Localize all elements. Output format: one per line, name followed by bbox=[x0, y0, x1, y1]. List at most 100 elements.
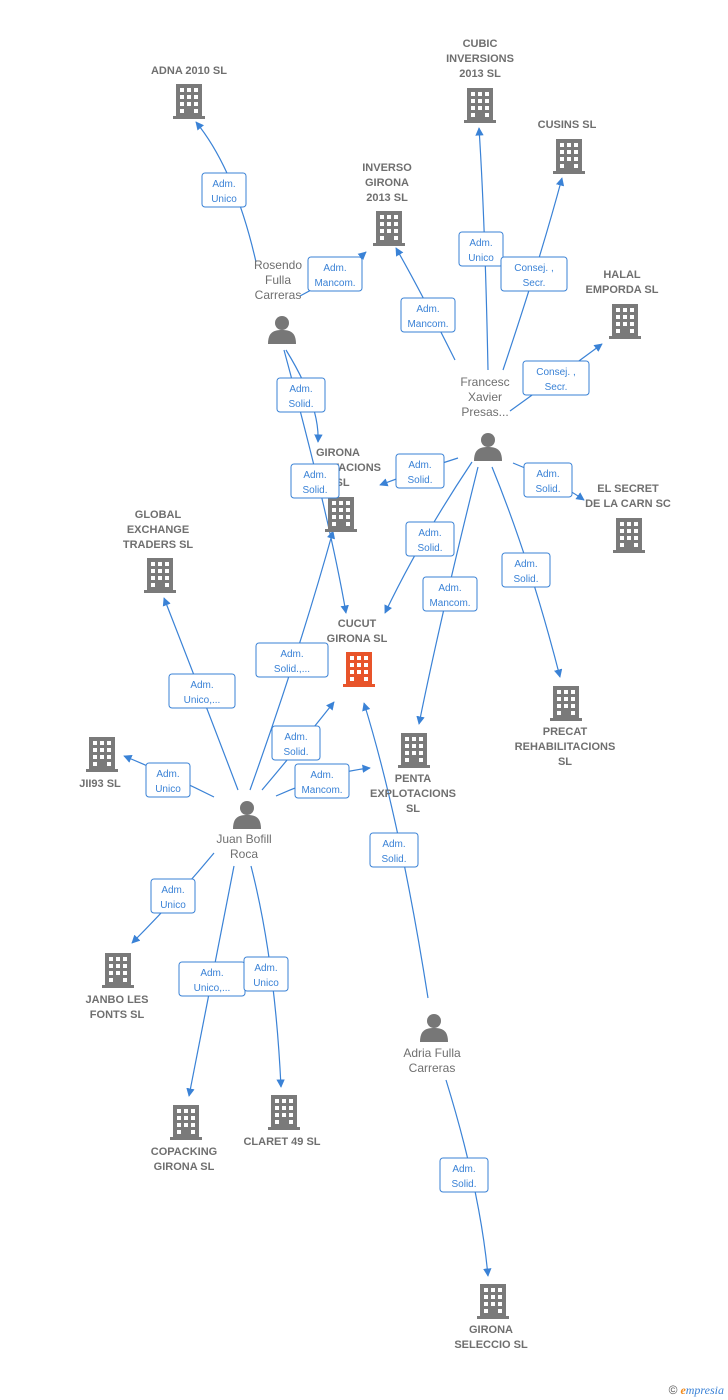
company-node-adna[interactable]: ADNA 2010 SL bbox=[151, 65, 227, 119]
building-icon bbox=[86, 737, 118, 772]
company-name: SL bbox=[558, 756, 572, 768]
company-name: PRECAT bbox=[543, 726, 588, 738]
role-box-frame bbox=[400, 297, 456, 333]
role-box-francesc-cubic[interactable]: Adm.Unico bbox=[458, 231, 504, 267]
role-box-francesc-cusins[interactable]: Consej. , Secr. bbox=[500, 256, 568, 292]
role-label: Consej. , bbox=[514, 263, 553, 274]
company-node-seleccio[interactable]: GIRONA SELECCIO SL bbox=[454, 1284, 528, 1351]
role-label: Adm. bbox=[280, 649, 303, 660]
person-name: Xavier bbox=[468, 390, 502, 404]
role-label: Adm. bbox=[156, 769, 179, 780]
building-icon bbox=[102, 953, 134, 988]
building-icon bbox=[398, 733, 430, 768]
role-box-francesc-cucut[interactable]: Adm.Solid. bbox=[405, 521, 455, 557]
company-name: GIRONA SL bbox=[327, 633, 388, 645]
company-name: FONTS SL bbox=[90, 1009, 145, 1021]
company-name: CUBIC bbox=[463, 38, 498, 50]
company-node-janbo[interactable]: JANBO LES FONTS SL bbox=[86, 953, 149, 1021]
role-label: Solid. bbox=[288, 399, 313, 410]
company-name: INVERSO bbox=[362, 162, 412, 174]
role-box-juan-global[interactable]: Adm.Unico,... bbox=[168, 673, 236, 709]
role-box-adria-seleccio[interactable]: Adm.Solid. bbox=[439, 1157, 489, 1193]
role-box-juan-penta[interactable]: Adm.Mancom. bbox=[294, 763, 350, 799]
company-node-claret[interactable]: CLARET 49 SL bbox=[243, 1095, 321, 1148]
company-name: SELECCIO SL bbox=[454, 1339, 528, 1351]
role-label: Adm. bbox=[452, 1164, 475, 1175]
role-box-juan-jii93[interactable]: Adm.Unico bbox=[145, 762, 191, 798]
role-label: Adm. bbox=[416, 304, 439, 315]
company-node-cusins[interactable]: CUSINS SL bbox=[538, 119, 597, 174]
role-box-juan-claret[interactable]: Adm.Unico bbox=[243, 956, 289, 992]
company-name: EXCHANGE bbox=[127, 524, 189, 536]
role-box-francesc-precat[interactable]: Adm.Solid. bbox=[501, 552, 551, 588]
copyright-symbol: © bbox=[668, 1383, 678, 1397]
building-icon bbox=[173, 84, 205, 119]
building-icon bbox=[553, 139, 585, 174]
company-node-secret[interactable]: EL SECRET DE LA CARN SC bbox=[585, 483, 671, 553]
role-box-francesc-penta[interactable]: Adm.Mancom. bbox=[422, 576, 478, 612]
role-label: Adm. bbox=[418, 528, 441, 539]
role-box-frame bbox=[395, 453, 445, 489]
role-label: Secr. bbox=[523, 278, 546, 289]
brand-name: mpresia bbox=[685, 1383, 724, 1397]
role-label: Adm. bbox=[382, 839, 405, 850]
company-name: 2013 SL bbox=[459, 68, 501, 80]
role-box-francesc-inverso[interactable]: Adm.Mancom. bbox=[400, 297, 456, 333]
role-box-frame bbox=[500, 256, 568, 292]
person-icon bbox=[268, 316, 296, 344]
role-box-frame bbox=[255, 642, 329, 678]
role-box-frame bbox=[150, 878, 196, 914]
company-name: JANBO LES bbox=[86, 994, 149, 1006]
role-box-francesc-secret[interactable]: Adm.Solid. bbox=[523, 462, 573, 498]
company-name: JII93 SL bbox=[79, 778, 121, 790]
company-name: EL SECRET bbox=[597, 483, 659, 495]
company-name: EMPORDA SL bbox=[586, 284, 659, 296]
company-node-jii93[interactable]: JII93 SL bbox=[79, 737, 121, 790]
company-name: GIRONA SL bbox=[154, 1161, 215, 1173]
role-box-francesc-halal[interactable]: Consej. ,Secr. bbox=[522, 360, 590, 396]
role-label: Solid. bbox=[407, 475, 432, 486]
role-box-francesc-girona2[interactable]: Adm.Solid. bbox=[395, 453, 445, 489]
role-box-rosendo-adna[interactable]: Adm.Unico bbox=[201, 172, 247, 208]
building-icon bbox=[477, 1284, 509, 1319]
building-icon bbox=[325, 497, 357, 532]
role-label: Mancom. bbox=[301, 785, 342, 796]
role-box-adria-cucut[interactable]: Adm.Solid. bbox=[369, 832, 419, 868]
role-label: Adm. bbox=[190, 680, 213, 691]
role-box-frame bbox=[271, 725, 321, 761]
role-box-frame bbox=[522, 360, 590, 396]
role-box-frame bbox=[276, 377, 326, 413]
role-box-juan-cucut[interactable]: Adm.Solid. bbox=[271, 725, 321, 761]
company-name: CLARET 49 SL bbox=[243, 1136, 320, 1148]
role-box-juan-copacking[interactable]: Adm.Unico,... bbox=[178, 961, 246, 997]
company-name: SL bbox=[406, 803, 420, 815]
role-label: Mancom. bbox=[314, 278, 355, 289]
role-box-rosendo-girona2[interactable]: Adm.Solid. bbox=[276, 377, 326, 413]
company-name: DE LA CARN SC bbox=[585, 498, 671, 510]
role-box-juan-janbo[interactable]: Adm.Unico bbox=[150, 878, 196, 914]
person-node-francesc[interactable]: FrancescXavierPresas... bbox=[460, 375, 510, 461]
role-label: Adm. bbox=[212, 179, 235, 190]
building-icon bbox=[170, 1105, 202, 1140]
person-name: Carreras bbox=[409, 1061, 456, 1075]
role-label: Solid. bbox=[535, 484, 560, 495]
company-name: CUSINS SL bbox=[538, 119, 597, 131]
brand-initial: e bbox=[680, 1383, 686, 1397]
company-name: GIRONA bbox=[469, 1324, 513, 1336]
role-box-juan-girona2[interactable]: Adm.Solid.,... bbox=[255, 642, 329, 678]
role-box-rosendo-inverso[interactable]: Adm.Mancom. bbox=[307, 256, 363, 292]
role-label: Mancom. bbox=[429, 598, 470, 609]
role-box-rosendo-cucut[interactable]: Adm.Solid. bbox=[290, 463, 340, 499]
